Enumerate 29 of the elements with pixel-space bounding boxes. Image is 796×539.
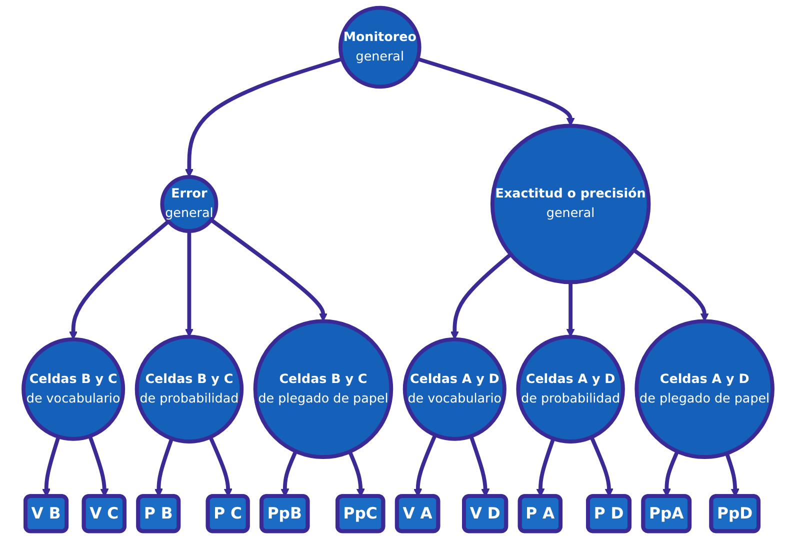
arrow — [184, 57, 343, 178]
node-circle: Monitoreo general — [338, 6, 422, 89]
arrow — [88, 435, 109, 497]
node-circle: Celdas A y D de plegado de papel — [634, 319, 774, 459]
arrow — [42, 436, 60, 497]
arrow — [417, 57, 575, 126]
arrow — [724, 452, 740, 497]
arrow — [662, 450, 680, 497]
arrow — [566, 282, 575, 338]
arrow — [69, 220, 170, 340]
arrow — [348, 450, 365, 497]
arrow — [469, 436, 490, 497]
node-circle: Celdas B y C de plegado de papel — [253, 319, 394, 459]
arrow — [536, 438, 556, 497]
arrow — [154, 438, 174, 497]
arrow — [280, 450, 298, 497]
node-circle: Exactitud o precisión general — [490, 124, 651, 284]
arrow — [632, 248, 709, 322]
arrow — [210, 218, 328, 322]
node-circle: Celdas B y C de probabilidad — [134, 334, 244, 444]
arrow — [184, 230, 194, 338]
arrow — [208, 436, 232, 497]
arrow — [414, 434, 437, 497]
node-circle: Error general — [160, 174, 218, 233]
node-circle: Celdas A y D de vocabulario — [402, 337, 506, 441]
node-circle: Celdas B y C de vocabulario — [22, 337, 126, 441]
arrow — [450, 252, 512, 340]
arrow — [590, 436, 614, 497]
node-circle: Celdas A y D de probabilidad — [516, 334, 625, 444]
